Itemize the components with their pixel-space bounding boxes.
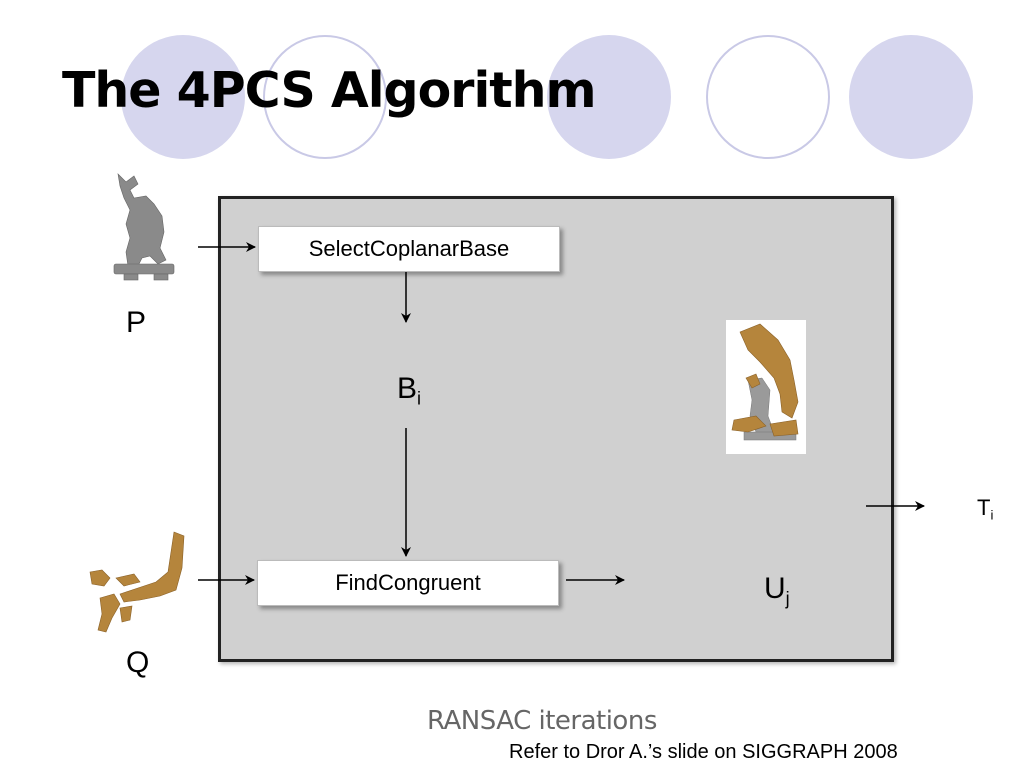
candidates-symbol: U bbox=[764, 572, 786, 605]
output-symbol: T bbox=[977, 495, 991, 520]
output-label: Ti bbox=[977, 495, 993, 523]
candidates-subscript: j bbox=[785, 588, 790, 609]
decor-circle-3 bbox=[547, 35, 671, 159]
input-q-label: Q bbox=[126, 646, 150, 679]
decor-circle-1 bbox=[121, 35, 245, 159]
input-p-label: P bbox=[126, 306, 147, 339]
select-coplanar-base-box: SelectCoplanarBase bbox=[258, 226, 560, 272]
base-subscript: i bbox=[417, 388, 422, 409]
registered-model-image bbox=[726, 320, 806, 454]
candidates-label: Uj bbox=[764, 572, 790, 609]
base-label: Bi bbox=[397, 372, 421, 409]
decor-circle-4 bbox=[706, 35, 830, 159]
find-congruent-box: FindCongruent bbox=[257, 560, 559, 606]
output-subscript: i bbox=[990, 507, 994, 523]
base-symbol: B bbox=[397, 372, 418, 405]
ransac-caption: RANSAC iterations bbox=[427, 706, 657, 736]
source-credit: Refer to Dror A.’s slide on SIGGRAPH 200… bbox=[509, 741, 898, 763]
decor-circle-2 bbox=[263, 35, 387, 159]
model-q-image bbox=[89, 531, 185, 633]
decor-circle-5 bbox=[849, 35, 973, 159]
model-p-image bbox=[113, 173, 175, 281]
slide-title: The 4PCS Algorithm bbox=[62, 62, 597, 119]
